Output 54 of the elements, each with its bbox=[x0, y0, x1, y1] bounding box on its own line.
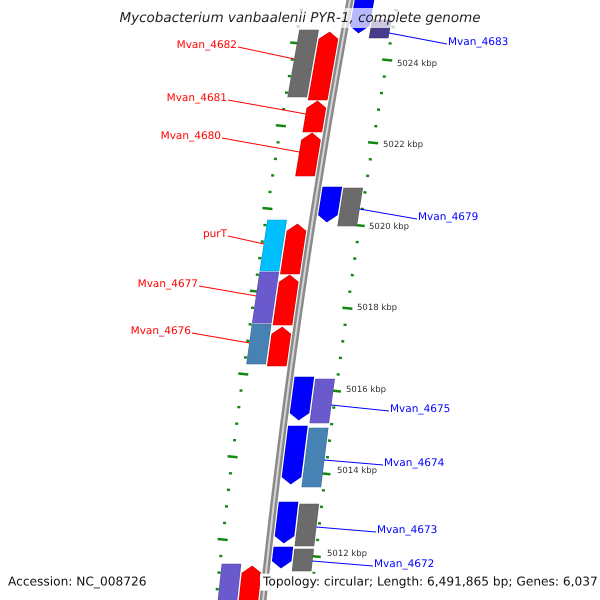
gene-block bbox=[246, 324, 272, 364]
gene-block bbox=[337, 188, 364, 226]
gene-feature bbox=[302, 100, 326, 132]
gene-label: Mvan_4681 bbox=[166, 93, 227, 105]
gene-block bbox=[260, 220, 287, 272]
leader-line bbox=[222, 138, 300, 152]
scale-label: 5012 kbp bbox=[327, 550, 368, 558]
genome-info-note: Topology: circular; Length: 6,491,865 bp; Genes: 6,037 bbox=[260, 574, 600, 590]
leader-line bbox=[358, 208, 418, 220]
gene-label: Mvan_4675 bbox=[390, 404, 450, 416]
leader-line bbox=[324, 460, 384, 466]
gene-feature bbox=[280, 224, 306, 274]
gene-block bbox=[217, 564, 242, 600]
leader-line bbox=[238, 46, 295, 60]
leader-line bbox=[330, 404, 390, 412]
gene-label: Mvan_4677 bbox=[138, 279, 198, 291]
gene-block bbox=[292, 548, 314, 572]
scale-label: 5014 kbp bbox=[337, 466, 378, 476]
gene-label: Mvan_4673 bbox=[377, 525, 438, 537]
gene-block bbox=[301, 428, 328, 488]
scale-label: 5018 kbp bbox=[357, 304, 398, 312]
leader-line bbox=[192, 332, 250, 344]
gene-label: Mvan_4674 bbox=[384, 458, 444, 470]
gene-block bbox=[294, 504, 320, 546]
leader-line bbox=[198, 286, 257, 296]
accession-note: Accession: NC_008726 bbox=[8, 574, 147, 590]
gene-label: Mvan_4680 bbox=[160, 131, 221, 143]
scale-label: 5024 kbp bbox=[397, 60, 438, 68]
leader-line bbox=[316, 526, 376, 532]
leader-line bbox=[388, 32, 448, 44]
scale-label: 5022 kbp bbox=[383, 140, 424, 150]
gene-feature bbox=[318, 186, 342, 222]
gene-feature bbox=[282, 426, 308, 484]
leader-line bbox=[228, 236, 264, 244]
gene-feature bbox=[295, 132, 321, 176]
gene-label: Mvan_4683 bbox=[448, 37, 508, 49]
gene-feature bbox=[290, 376, 314, 420]
gene-label: Mvan_4676 bbox=[130, 326, 191, 338]
scale-label: 5016 kbp bbox=[346, 386, 386, 394]
gene-feature bbox=[274, 502, 298, 544]
gene-block bbox=[287, 30, 319, 98]
gene-block bbox=[252, 272, 280, 324]
gene-label: Mvan_4679 bbox=[418, 212, 478, 224]
gene-block bbox=[309, 378, 335, 424]
gene-label: Mvan_4682 bbox=[176, 40, 237, 52]
scale-label: 5020 kbp bbox=[369, 222, 410, 232]
leader-line bbox=[312, 560, 374, 566]
gene-feature bbox=[272, 546, 294, 568]
leader-line bbox=[228, 100, 306, 114]
gene-feature bbox=[238, 566, 262, 600]
gene-label: purT bbox=[202, 229, 227, 241]
gene-label: Mvan_4672 bbox=[374, 559, 434, 571]
gene-feature bbox=[272, 274, 299, 326]
gene-feature bbox=[267, 326, 292, 366]
